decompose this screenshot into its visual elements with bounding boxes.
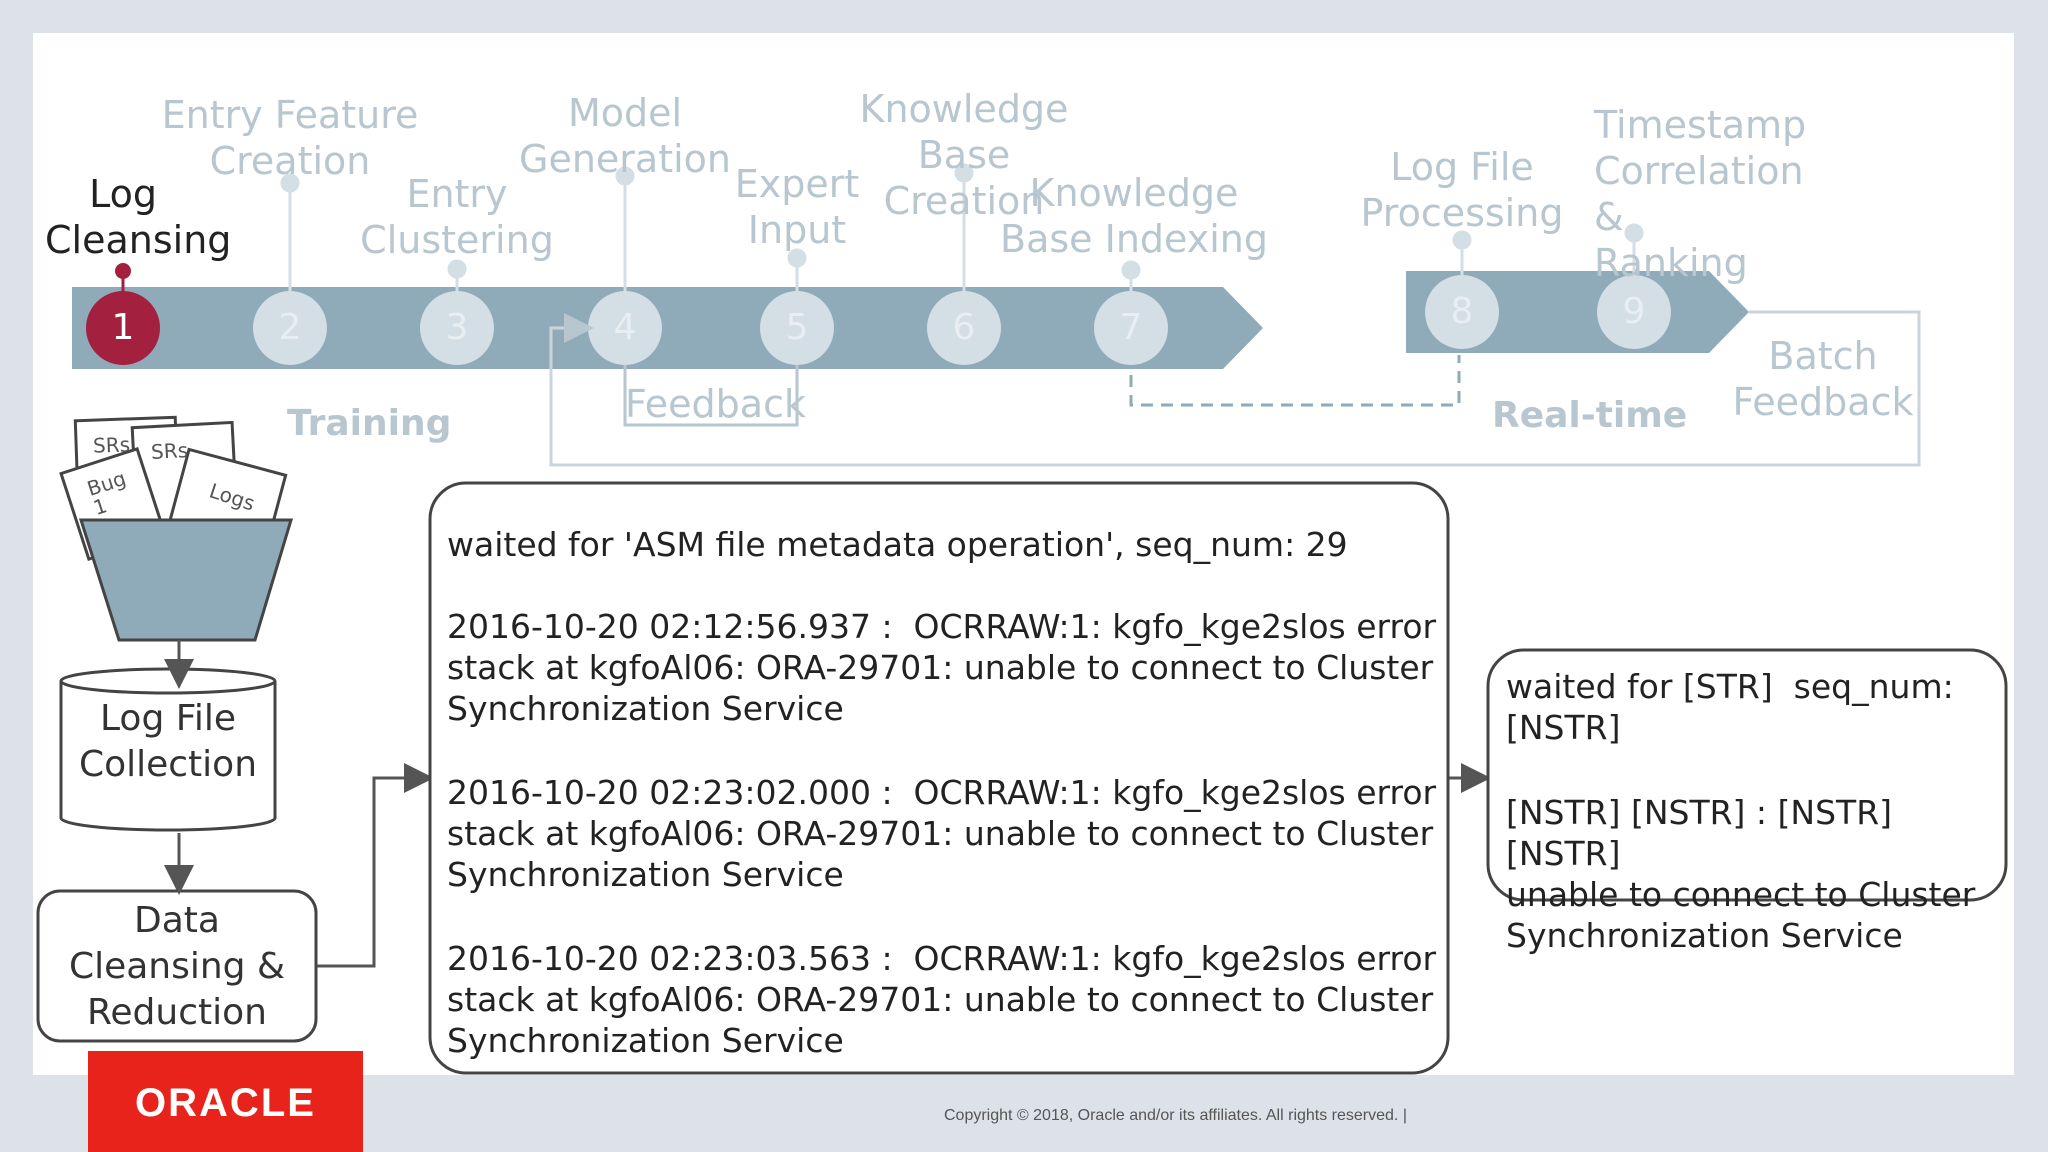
step-6-label: Knowledge Base Creation	[859, 87, 1069, 223]
step-3-label: Entry Clustering	[360, 172, 554, 262]
step-node-9	[1597, 275, 1671, 349]
step-8-label: Log File Processing	[1360, 145, 1564, 235]
raw-log-entry-2: 2016-10-20 02:23:02.000 : OCRRAW:1: kgfo…	[447, 773, 1437, 894]
step-2-number: 2	[278, 307, 302, 348]
copyright-text: Copyright © 2018, Oracle and/or its affi…	[944, 1107, 1407, 1124]
step-6-number: 6	[952, 307, 976, 348]
raw-log-line: waited for 'ASM file metadata operation'…	[447, 525, 1348, 564]
training-label: Training	[287, 403, 452, 444]
data-cleansing-label: Data Cleansing & Reduction	[68, 900, 286, 1033]
step-1-number: 1	[111, 307, 135, 348]
raw-log-entry-1: 2016-10-20 02:12:56.937 : OCRRAW:1: kgfo…	[447, 607, 1437, 728]
step-7-number: 7	[1119, 307, 1143, 348]
step-9-number: 9	[1622, 291, 1646, 332]
step-5-number: 5	[785, 307, 809, 348]
oracle-logo-text: ORACLE	[135, 1081, 316, 1125]
step-stems	[280, 163, 1644, 323]
feedback-label: Feedback	[625, 382, 806, 426]
step-node-4	[588, 291, 662, 365]
step-3-number: 3	[445, 307, 469, 348]
log-file-collection-label: Log File Collection	[78, 698, 258, 785]
step-9-label: Timestamp Correlation & Ranking	[1594, 103, 1807, 285]
step-2-label: Entry Feature Creation	[161, 93, 419, 183]
step-8-number: 8	[1450, 291, 1474, 332]
step-node-5	[760, 291, 834, 365]
step-node-3	[420, 291, 494, 365]
raw-log-box	[428, 481, 1450, 1075]
realtime-label: Real-time	[1492, 395, 1688, 436]
training-band	[72, 287, 1263, 369]
step-node-2	[253, 291, 327, 365]
cleansed-log-box	[1486, 648, 2008, 902]
index-to-realtime-arrow	[1129, 355, 1461, 407]
log-file-collection-cylinder	[59, 667, 277, 832]
feedback-loop	[623, 365, 799, 427]
step-7-label: Knowledge Base Indexing	[1000, 171, 1268, 261]
step-4-number: 4	[613, 307, 637, 348]
cleansed-log-entry: [NSTR] [NSTR] : [NSTR] [NSTR] unable to …	[1506, 793, 1976, 955]
slide: Log Cleansing Entry Feature Creation Ent…	[33, 33, 2014, 1075]
step-node-6	[927, 291, 1001, 365]
step-node-1	[86, 291, 160, 365]
diagram-canvas	[36, 163, 2008, 1075]
funnel-icon	[78, 518, 294, 642]
step-1-pin	[115, 263, 131, 279]
batch-feedback-loop	[549, 310, 1921, 467]
step-node-7	[1094, 291, 1168, 365]
document-srs-label: SRs	[92, 432, 131, 458]
step-1-label: Log Cleansing	[45, 172, 232, 262]
batch-feedback-label: Batch Feedback	[1732, 334, 1914, 424]
step-5-label: Expert Input	[734, 162, 860, 252]
document-srs-label-2: SRs	[150, 438, 189, 464]
step-nodes	[86, 275, 1671, 365]
cleansed-log-line: waited for [STR] seq_num: [NSTR]	[1506, 667, 1954, 747]
step-4-label: Model Generation	[519, 91, 731, 181]
oracle-logo: ORACLE	[88, 1051, 363, 1152]
step-node-8	[1425, 275, 1499, 349]
raw-log-entry-3: 2016-10-20 02:23:03.563 : OCRRAW:1: kgfo…	[447, 939, 1437, 1060]
